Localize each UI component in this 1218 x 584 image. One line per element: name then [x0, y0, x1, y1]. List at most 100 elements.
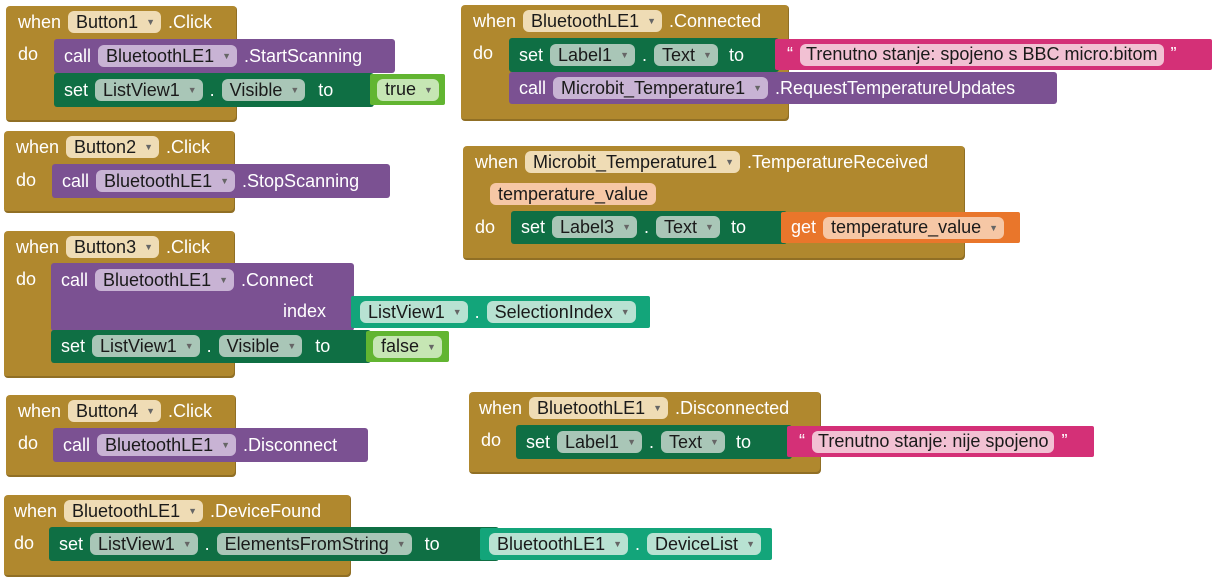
set-block-listview-elements[interactable]: set ListView1▼ . ElementsFromString▼ to	[49, 527, 499, 561]
component-dropdown[interactable]: BluetoothLE1▼	[98, 45, 238, 67]
chevron-down-icon[interactable]: ▼	[452, 307, 462, 317]
method-name: .StartScanning	[244, 45, 363, 66]
call-block-connect[interactable]: call BluetoothLE1▼ .Connect index	[51, 263, 354, 331]
event-header: when Button4▼ .Click	[14, 396, 216, 426]
event-header: when BluetoothLE1▼ .DeviceFound	[10, 496, 325, 526]
chevron-down-icon[interactable]: ▼	[222, 51, 232, 61]
boolean-dropdown[interactable]: true▼	[377, 78, 439, 101]
set-block-listview-visible[interactable]: set ListView1▼ . Visible▼ to	[54, 73, 374, 107]
set-block-label1-text[interactable]: set Label1▼ . Text▼ to	[516, 425, 792, 459]
when-keyword: when	[479, 397, 523, 418]
string-value[interactable]: Trenutno stanje: spojeno s BBC micro:bit…	[800, 43, 1164, 66]
get-block-temperature-value[interactable]: get temperature_value▼	[781, 212, 1020, 243]
component-name: ListView1	[98, 533, 175, 554]
open-quote: “	[799, 431, 805, 451]
chevron-down-icon[interactable]: ▼	[184, 341, 194, 351]
component-name: BluetoothLE1	[497, 533, 606, 554]
property-dropdown[interactable]: Visible▼	[218, 335, 303, 357]
chevron-down-icon[interactable]: ▼	[622, 222, 631, 232]
property-dropdown[interactable]: Text▼	[656, 216, 720, 238]
chevron-down-icon[interactable]: ▼	[989, 222, 999, 233]
call-block-stop-scanning[interactable]: call BluetoothLE1▼ .StopScanning	[52, 164, 390, 198]
chevron-down-icon[interactable]: ▼	[613, 539, 623, 549]
chevron-down-icon[interactable]: ▼	[144, 242, 154, 252]
chevron-down-icon[interactable]: ▼	[710, 437, 719, 447]
chevron-down-icon[interactable]: ▼	[290, 85, 300, 95]
boolean-dropdown[interactable]: false▼	[373, 335, 442, 358]
component-dropdown[interactable]: Microbit_Temperature1▼	[553, 77, 769, 99]
component-dropdown[interactable]: BluetoothLE1▼	[95, 269, 235, 291]
call-block-request-temp-updates[interactable]: call Microbit_Temperature1▼ .RequestTemp…	[509, 72, 1057, 104]
dot-separator: .	[635, 533, 641, 554]
property-dropdown[interactable]: DeviceList▼	[647, 533, 761, 555]
chevron-down-icon[interactable]: ▼	[725, 157, 735, 167]
component-dropdown[interactable]: BluetoothLE1▼	[96, 170, 236, 192]
event-parameter[interactable]: temperature_value	[490, 183, 657, 205]
component-dropdown[interactable]: Button1▼	[68, 11, 162, 33]
component-dropdown[interactable]: Button3▼	[66, 236, 160, 258]
component-dropdown[interactable]: ListView1 ▼	[90, 533, 198, 555]
chevron-down-icon[interactable]: ▼	[627, 437, 636, 447]
set-block-label3-text[interactable]: set Label3▼ . Text▼ to	[511, 211, 787, 244]
property-dropdown[interactable]: ElementsFromString▼	[216, 533, 412, 555]
chevron-down-icon[interactable]: ▼	[647, 16, 657, 26]
component-dropdown[interactable]: ListView1 ▼	[360, 301, 468, 323]
text-block-connected-status[interactable]: “ Trenutno stanje: spojeno s BBC micro:b…	[775, 39, 1212, 70]
call-block-disconnect[interactable]: call BluetoothLE1▼ .Disconnect	[53, 428, 368, 462]
component-dropdown[interactable]: Button2▼	[66, 136, 160, 158]
text-block-disconnected-status[interactable]: “ Trenutno stanje: nije spojeno ”	[787, 426, 1094, 457]
chevron-down-icon[interactable]: ▼	[620, 50, 629, 60]
string-value[interactable]: Trenutno stanje: nije spojeno	[812, 430, 1055, 453]
chevron-down-icon[interactable]: ▼	[653, 403, 663, 413]
property-dropdown[interactable]: SelectionIndex▼	[486, 301, 636, 323]
component-dropdown[interactable]: ListView1▼	[92, 335, 200, 357]
chevron-down-icon[interactable]: ▼	[746, 539, 755, 549]
component-name: Label1	[558, 44, 613, 65]
property-dropdown[interactable]: Text▼	[654, 44, 718, 66]
component-dropdown[interactable]: Button4▼	[68, 400, 162, 422]
chevron-down-icon[interactable]: ▼	[187, 85, 197, 95]
variable-dropdown[interactable]: temperature_value▼	[823, 216, 1005, 239]
component-dropdown[interactable]: BluetoothLE1 ▼	[529, 397, 669, 419]
component-dropdown[interactable]: Label1 ▼	[550, 44, 635, 66]
component-name: ListView1	[368, 301, 445, 322]
property-dropdown[interactable]: Visible▼	[221, 79, 306, 101]
event-header: when Button1▼ .Click	[14, 7, 216, 37]
set-block-label1-text[interactable]: set Label1▼ . Text▼ to	[509, 38, 779, 72]
chevron-down-icon[interactable]: ▼	[703, 50, 712, 60]
component-dropdown[interactable]: BluetoothLE1 ▼	[489, 533, 629, 555]
chevron-down-icon[interactable]: ▼	[427, 341, 436, 352]
component-dropdown[interactable]: Label1▼	[557, 431, 642, 453]
chevron-down-icon[interactable]: ▼	[144, 142, 154, 152]
chevron-down-icon[interactable]: ▼	[182, 539, 192, 549]
component-name: BluetoothLE1	[537, 397, 646, 418]
event-header: when BluetoothLE1▼ .Connected	[469, 6, 765, 36]
chevron-down-icon[interactable]: ▼	[146, 406, 156, 416]
component-dropdown[interactable]: BluetoothLE1▼	[64, 500, 204, 522]
chevron-down-icon[interactable]: ▼	[424, 84, 433, 95]
component-dropdown[interactable]: BluetoothLE1▼	[523, 10, 663, 32]
getter-block-bluetooth-devicelist[interactable]: BluetoothLE1 ▼ . DeviceList▼	[480, 528, 772, 560]
component-dropdown[interactable]: Microbit_Temperature1▼	[525, 151, 741, 173]
boolean-block-false[interactable]: false▼	[366, 331, 449, 362]
dot-separator: .	[209, 79, 215, 100]
getter-block-listview-selectionindex[interactable]: ListView1▼ . SelectionIndex▼	[351, 296, 650, 328]
chevron-down-icon[interactable]: ▼	[221, 440, 231, 450]
event-name: .Click	[168, 400, 213, 421]
chevron-down-icon[interactable]: ▼	[188, 506, 198, 516]
component-dropdown[interactable]: ListView1▼	[95, 79, 203, 101]
set-block-listview-visible[interactable]: set ListView1▼ . Visible▼ to	[51, 330, 371, 363]
component-dropdown[interactable]: Label3▼	[552, 216, 637, 238]
chevron-down-icon[interactable]: ▼	[705, 222, 714, 232]
boolean-block-true[interactable]: true▼	[370, 74, 445, 105]
chevron-down-icon[interactable]: ▼	[753, 83, 763, 93]
chevron-down-icon[interactable]: ▼	[219, 275, 229, 285]
chevron-down-icon[interactable]: ▼	[396, 539, 406, 549]
chevron-down-icon[interactable]: ▼	[287, 341, 297, 351]
call-block-start-scanning[interactable]: call BluetoothLE1▼ .StartScanning	[54, 39, 395, 73]
component-dropdown[interactable]: BluetoothLE1▼	[97, 434, 237, 456]
chevron-down-icon[interactable]: ▼	[146, 17, 156, 27]
chevron-down-icon[interactable]: ▼	[220, 176, 230, 186]
chevron-down-icon[interactable]: ▼	[620, 307, 630, 317]
property-dropdown[interactable]: Text▼	[661, 431, 725, 453]
